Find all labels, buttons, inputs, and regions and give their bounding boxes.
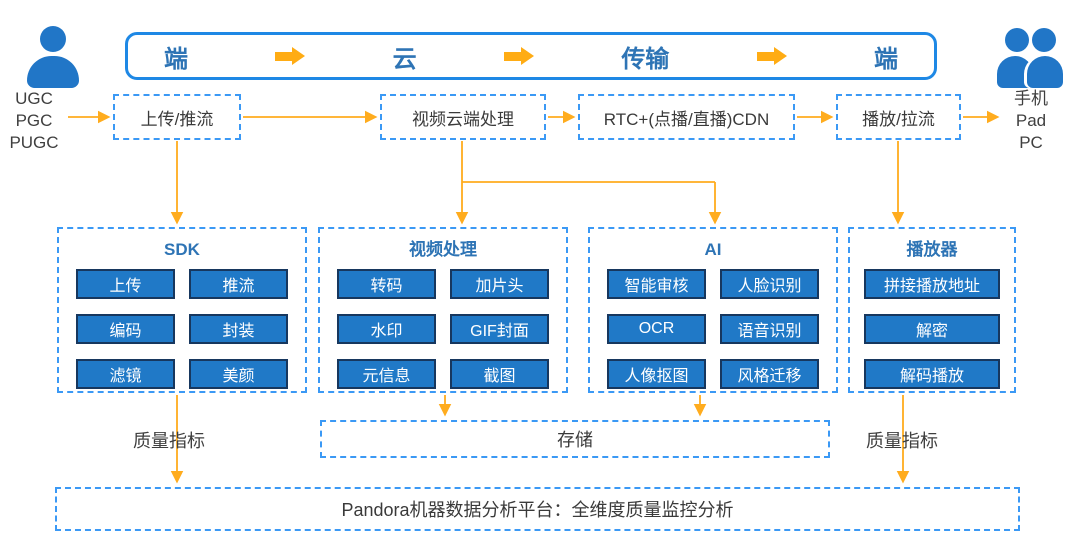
module-title: 视频处理 (409, 240, 477, 259)
feature-chip: 美颜 (189, 359, 288, 389)
platform-box: Pandora机器数据分析平台：全维度质量监控分析 (55, 487, 1020, 531)
banner-stage: 端 (873, 45, 898, 73)
destination-label: 手机 (1014, 89, 1048, 108)
node-cloud-processing: 视频云端处理 (380, 94, 546, 140)
user-icon (27, 26, 79, 88)
module-video-processing: 视频处理 转码 加片头 水印 GIF封面 元信息 截图 (318, 227, 568, 393)
feature-chip: 编码 (76, 314, 175, 344)
node-upload-push: 上传/推流 (113, 94, 241, 140)
feature-chip: 人脸识别 (720, 269, 819, 299)
source-label: PUGC (9, 133, 59, 152)
module-player: 播放器 拼接播放地址 解密 解码播放 (848, 227, 1016, 393)
source-label: UGC (15, 89, 53, 108)
flow-banner: 端 云 传输 端 (125, 32, 937, 80)
banner-stage: 云 (392, 45, 417, 73)
feature-chip: 元信息 (337, 359, 436, 389)
feature-chip: 加片头 (450, 269, 549, 299)
banner-stage: 传输 (621, 45, 670, 73)
feature-chip: 语音识别 (720, 314, 819, 344)
feature-chip: 推流 (189, 269, 288, 299)
node-cdn: RTC+(点播/直播)CDN (578, 94, 795, 140)
source-label: PGC (15, 111, 53, 130)
flow-arrow-icon (275, 47, 306, 65)
destination-labels: 手机 Pad PC (1000, 88, 1062, 154)
quality-metric-right: 质量指标 (866, 431, 938, 451)
users-icon (997, 28, 1063, 88)
flow-arrow-icon (503, 47, 534, 65)
feature-chip: 滤镜 (76, 359, 175, 389)
banner-stage: 端 (164, 45, 188, 73)
storage-box: 存储 (320, 420, 830, 458)
module-title: SDK (164, 240, 200, 259)
feature-chip: 水印 (337, 314, 436, 344)
feature-chip: 转码 (337, 269, 436, 299)
feature-chip: 截图 (450, 359, 549, 389)
destination-label: Pad (1015, 111, 1047, 130)
module-title: AI (704, 240, 722, 259)
module-title: 播放器 (906, 240, 958, 259)
quality-metric-left: 质量指标 (133, 431, 205, 451)
feature-chip: GIF封面 (450, 314, 549, 344)
feature-chip: 解密 (864, 314, 1000, 344)
feature-chip: 上传 (76, 269, 175, 299)
source-labels: UGC PGC PUGC (2, 88, 66, 154)
module-ai: AI 智能审核 人脸识别 OCR 语音识别 人像抠图 风格迁移 (588, 227, 838, 393)
feature-chip: 人像抠图 (607, 359, 706, 389)
feature-chip: 封装 (189, 314, 288, 344)
node-play-pull: 播放/拉流 (836, 94, 961, 140)
module-sdk: SDK 上传 推流 编码 封装 滤镜 美颜 (57, 227, 307, 393)
feature-chip: 解码播放 (864, 359, 1000, 389)
feature-chip: 智能审核 (607, 269, 706, 299)
feature-chip: 拼接播放地址 (864, 269, 1000, 299)
destination-label: PC (1019, 133, 1043, 152)
feature-chip: 风格迁移 (720, 359, 819, 389)
flow-arrow-icon (756, 47, 787, 65)
feature-chip: OCR (607, 314, 706, 344)
